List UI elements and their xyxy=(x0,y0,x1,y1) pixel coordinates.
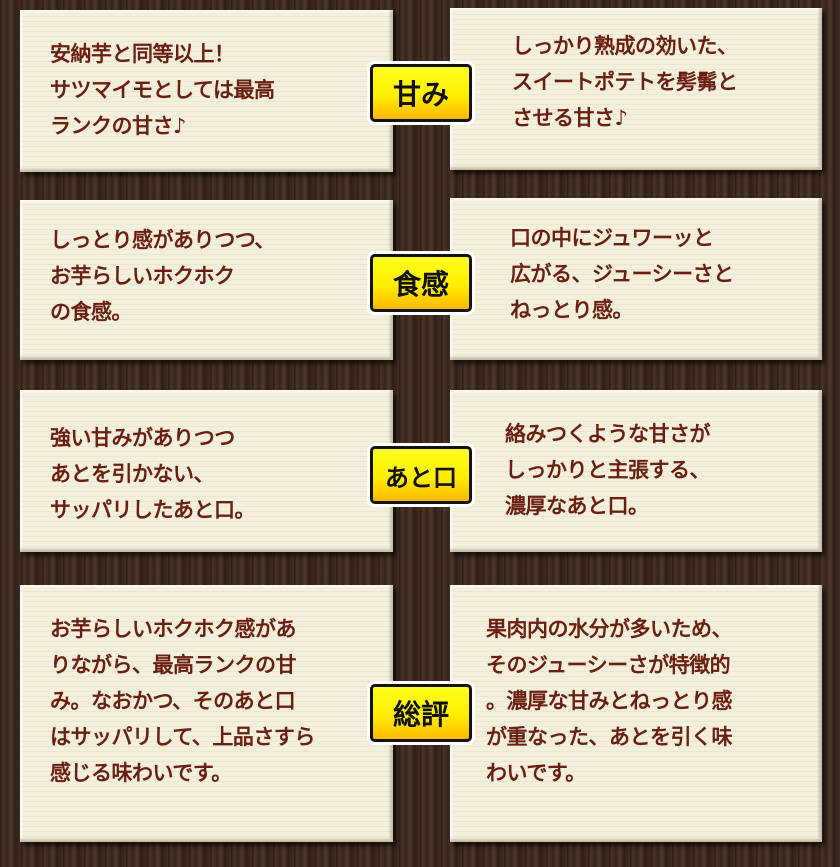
card-sweetness-left: 安納芋と同等以上！ サツマイモとしては最高 ランクの甘さ♪ xyxy=(20,10,393,172)
card-text: 果肉内の水分が多いため、 そのジューシーさが特徴的 。濃厚な甘みとねっとり感 が… xyxy=(486,616,733,785)
badge-texture: 食感 xyxy=(370,254,472,312)
badge-sweetness: 甘み xyxy=(370,64,472,122)
card-text: しっかり熟成の効いた、 スイートポテトを髣髴と させる甘さ♪ xyxy=(512,33,738,130)
badge-overall: 総評 xyxy=(370,684,472,742)
card-texture-right: 口の中にジュワーッと 広がる、ジューシーさと ねっとり感。 xyxy=(450,198,822,360)
card-text: しっとり感がありつつ、 お芋らしいホクホク の食感。 xyxy=(50,227,275,324)
card-aftertaste-left: 強い甘みがありつつ あとを引かない、 サッパリしたあと口。 xyxy=(20,390,393,552)
card-text: 強い甘みがありつつ あとを引かない、 サッパリしたあと口。 xyxy=(50,425,256,522)
card-overall-left: お芋らしいホクホク感があ りながら、最高ランクの甘 み。なおかつ、そのあと口 は… xyxy=(20,585,393,842)
card-text: 絡みつくような甘さが しっかりと主張する、 濃厚なあと口。 xyxy=(505,421,711,518)
badge-aftertaste: あと口 xyxy=(370,446,472,504)
card-aftertaste-right: 絡みつくような甘さが しっかりと主張する、 濃厚なあと口。 xyxy=(450,390,822,552)
card-text: 口の中にジュワーッと 広がる、ジューシーさと ねっとり感。 xyxy=(510,225,734,322)
card-sweetness-right: しっかり熟成の効いた、 スイートポテトを髣髴と させる甘さ♪ xyxy=(450,8,822,170)
card-text: お芋らしいホクホク感があ りながら、最高ランクの甘 み。なおかつ、そのあと口 は… xyxy=(50,616,315,785)
card-text: 安納芋と同等以上！ サツマイモとしては最高 ランクの甘さ♪ xyxy=(50,41,275,138)
card-texture-left: しっとり感がありつつ、 お芋らしいホクホク の食感。 xyxy=(20,200,393,360)
card-overall-right: 果肉内の水分が多いため、 そのジューシーさが特徴的 。濃厚な甘みとねっとり感 が… xyxy=(450,585,822,842)
